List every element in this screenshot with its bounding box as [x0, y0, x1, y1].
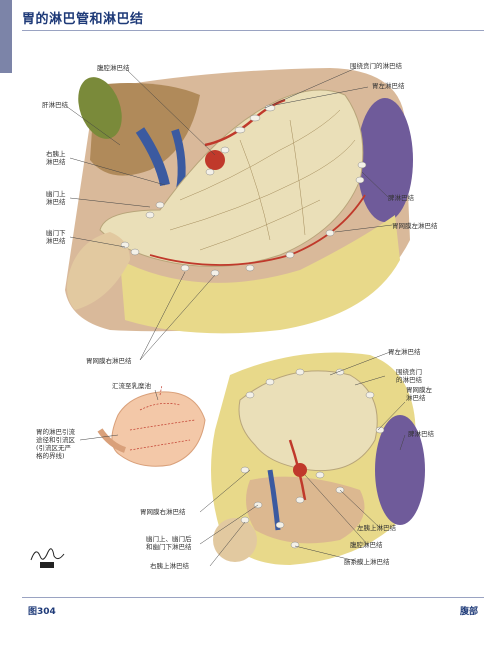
leader-lines-bottom: [199, 351, 406, 567]
inset-leader-lines: [79, 389, 159, 441]
greater-omentum: [120, 215, 400, 334]
spleen-bottom: [375, 415, 425, 525]
label-bottom-mesenteric-superior: 肠系膜上淋巴结: [344, 558, 390, 566]
leader-lines-top: [65, 67, 393, 361]
lymph-nodes-bottom: [240, 368, 385, 549]
duodenum: [66, 232, 130, 310]
label-bottom-left-suprapancreatic: 左胰上淋巴结: [357, 524, 396, 532]
section-name: 腹部: [459, 607, 478, 617]
label-top-left-gastric: 胃左淋巴结: [372, 82, 405, 90]
label-bottom-cardia-ring: 围绕贲门 的淋巴结: [396, 368, 422, 384]
label-bottom-pyloric-group: 幽门上、幽门后 和幽门下淋巴结: [146, 535, 192, 551]
label-top-splenic: 脾淋巴结: [388, 194, 414, 202]
label-bottom-left-gastroepiploic: 胃网膜左 淋巴结: [406, 386, 432, 402]
label-bottom-splenic: 脾淋巴结: [408, 430, 434, 438]
signature-mark: [30, 548, 65, 568]
label-top-right-gastroepiploic: 胃网膜右淋巴结: [86, 357, 132, 365]
label-bottom-right-suprapancreatic: 右胰上淋巴结: [150, 562, 189, 570]
inset-stomach: [111, 391, 206, 467]
label-bottom-left-gastric: 胃左淋巴结: [388, 348, 421, 356]
stomach-reflected: [238, 370, 378, 472]
inset-duodenum: [97, 428, 127, 453]
inset-drainage-diagram: [79, 384, 206, 467]
inset-drainage-arrows: [129, 384, 196, 451]
label-bottom-right-gastroepiploic: 胃网膜右淋巴结: [140, 508, 186, 516]
footer-divider: [22, 597, 484, 598]
label-inset-flow: 汇流至乳糜池: [112, 382, 151, 390]
page-title: 胃的淋巴管和淋巴结: [22, 12, 144, 27]
label-top-right-suprapancreatic: 右胰上 淋巴结: [46, 150, 66, 166]
bottom-illustration: [199, 351, 425, 567]
figure-number: 图304: [28, 607, 56, 617]
lymph-vessels-top: [169, 109, 356, 251]
spleen: [357, 98, 413, 222]
side-accent-bar: [0, 0, 12, 73]
artist-signature: [28, 542, 68, 574]
duodenum-bottom: [213, 518, 257, 562]
label-inset-zones: 胃的淋巴引流 途径和引流区 (引流区无严 格的界线): [36, 428, 75, 460]
celiac-trunk-bottom: [293, 463, 307, 477]
label-top-infrapyloric: 幽门下 淋巴结: [46, 229, 66, 245]
label-top-suprapyloric: 幽门上 淋巴结: [46, 190, 66, 206]
portal-vein: [135, 127, 170, 187]
celiac-trunk: [205, 150, 225, 170]
label-top-hepatic: 肝淋巴结: [42, 101, 68, 109]
lymph-nodes-top: [120, 104, 367, 277]
label-bottom-celiac: 腹腔淋巴结: [350, 541, 383, 549]
label-top-celiac: 腹腔淋巴结: [97, 64, 130, 72]
gallbladder: [78, 77, 122, 139]
pancreas-bottom: [246, 476, 365, 544]
label-top-left-gastroepiploic: 胃网膜左淋巴结: [392, 222, 438, 230]
title-divider: [22, 30, 484, 31]
top-illustration: [65, 67, 413, 361]
label-top-cardia-ring: 围绕贲门的淋巴结: [350, 62, 402, 70]
